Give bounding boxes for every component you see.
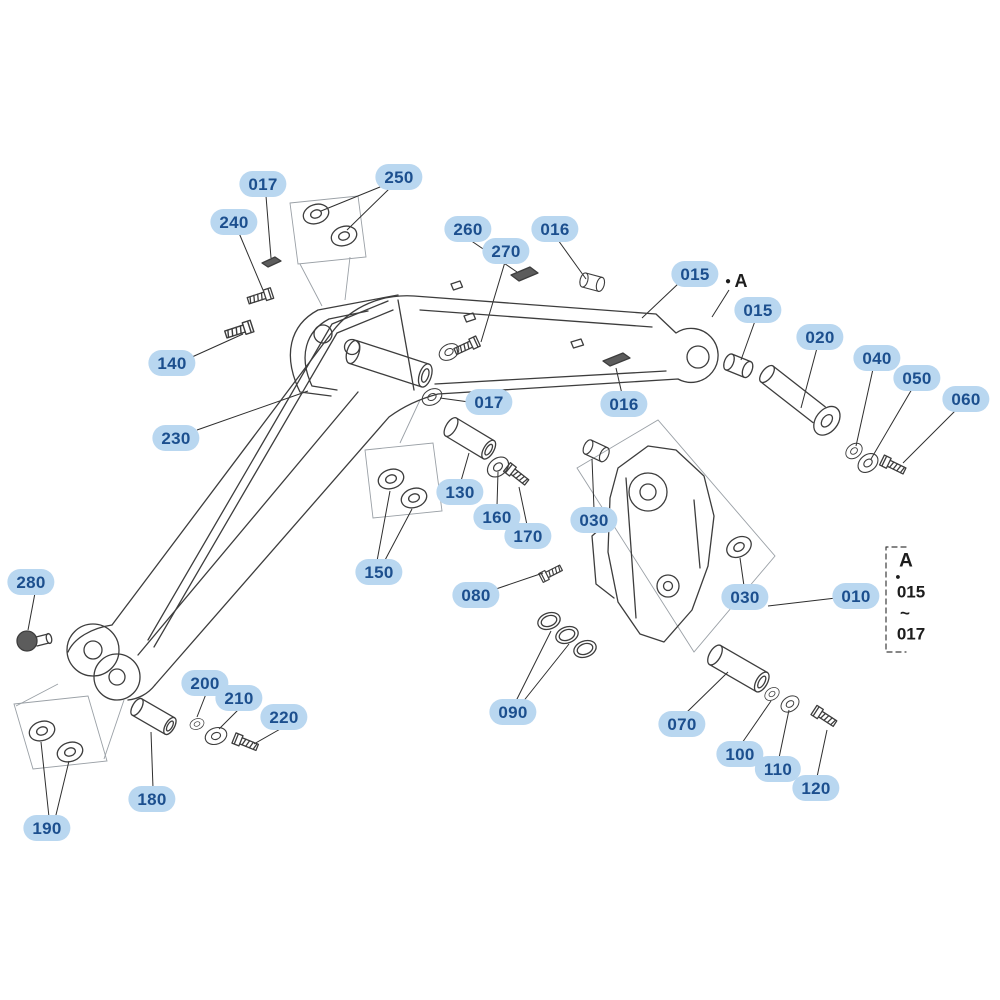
plate-260-icon <box>510 266 539 282</box>
part-label-100[interactable]: 100 <box>716 741 764 767</box>
elbow-bracket <box>289 294 399 397</box>
legend-bracket <box>885 546 907 653</box>
washer-icon <box>418 384 446 410</box>
part-label-010[interactable]: 010 <box>832 583 880 609</box>
bushing-016-icon <box>577 271 607 293</box>
plug-280-icon <box>16 630 53 652</box>
part-label-190[interactable]: 190 <box>23 815 71 841</box>
part-label-015-2[interactable]: 015 <box>734 297 782 323</box>
part-label-230[interactable]: 230 <box>152 425 200 451</box>
bolt-icon <box>231 732 260 754</box>
part-label-016[interactable]: 016 <box>531 216 579 242</box>
part-label-170[interactable]: 170 <box>504 523 552 549</box>
part-label-110[interactable]: 110 <box>754 756 802 782</box>
pin-180-icon <box>130 697 177 736</box>
part-label-270[interactable]: 270 <box>482 238 530 264</box>
part-label-150[interactable]: 150 <box>355 559 403 585</box>
part-label-210[interactable]: 210 <box>215 685 263 711</box>
part-label-030[interactable]: 030 <box>570 507 618 533</box>
bolt-icon <box>810 704 839 729</box>
part-label-020[interactable]: 020 <box>796 324 844 350</box>
bolt-icon <box>502 462 531 488</box>
legend-range-separator: ~ <box>900 603 910 623</box>
key-017-icon <box>261 256 282 268</box>
part-label-240[interactable]: 240 <box>210 209 258 235</box>
washer-icon <box>853 449 883 477</box>
washer-icon <box>188 716 206 732</box>
part-label-180[interactable]: 180 <box>128 786 176 812</box>
plate-016-icon <box>602 352 631 367</box>
legend-range-end: 017 <box>896 624 926 644</box>
oring-icon <box>552 622 582 648</box>
part-label-016-2[interactable]: 016 <box>600 391 648 417</box>
part-label-070[interactable]: 070 <box>658 711 706 737</box>
boom-inner-lines <box>137 299 667 656</box>
legend-range-start: 015 <box>896 582 926 602</box>
part-label-015[interactable]: 015 <box>671 261 719 287</box>
pin-070-icon <box>707 644 770 693</box>
part-label-060[interactable]: 060 <box>942 386 990 412</box>
part-label-080[interactable]: 080 <box>452 582 500 608</box>
washer-icon <box>842 439 866 463</box>
coupler-group-box <box>576 419 776 653</box>
part-label-250[interactable]: 250 <box>375 164 423 190</box>
washer-icon <box>777 692 803 716</box>
part-label-090[interactable]: 090 <box>489 699 537 725</box>
washer-icon <box>300 200 332 228</box>
washer-icon <box>722 531 756 563</box>
part-label-260[interactable]: 260 <box>444 216 492 242</box>
washer-icon <box>375 465 407 493</box>
washer-group-box <box>289 195 367 265</box>
bolt-icon <box>878 454 908 477</box>
section-marker-bullet: ● <box>724 276 732 287</box>
legend-marker: A <box>899 550 913 572</box>
part-label-017[interactable]: 017 <box>239 171 287 197</box>
boom-outline <box>111 295 719 686</box>
construction-lines <box>15 256 421 760</box>
part-label-130[interactable]: 130 <box>436 479 484 505</box>
bolt-icon <box>223 319 255 341</box>
part-label-050[interactable]: 050 <box>893 365 941 391</box>
part-label-140[interactable]: 140 <box>148 350 196 376</box>
washer-icon <box>202 724 230 748</box>
boom-arm-drawing <box>16 200 908 766</box>
arm-end-boss <box>686 345 710 369</box>
link-rod-020-icon <box>759 364 841 436</box>
leader-lines <box>27 184 957 820</box>
oring-icon <box>570 636 600 662</box>
elbow-pin-icon <box>345 339 433 388</box>
bolt-icon <box>245 287 275 307</box>
arm-slots <box>450 280 585 349</box>
hydraulic-pipes <box>147 300 394 648</box>
group-boxes <box>13 195 776 770</box>
washer-icon <box>328 222 360 250</box>
pin-130-icon <box>443 416 497 460</box>
part-label-030-2[interactable]: 030 <box>721 584 769 610</box>
part-label-280[interactable]: 280 <box>7 569 55 595</box>
part-label-040[interactable]: 040 <box>853 345 901 371</box>
washer-icon <box>398 484 430 512</box>
washer-group-box <box>13 695 108 770</box>
washer-group-box <box>364 442 443 519</box>
washer-icon <box>26 717 58 745</box>
bushing-015-icon <box>720 351 756 380</box>
part-label-017-2[interactable]: 017 <box>465 389 513 415</box>
oring-icon <box>534 608 564 634</box>
part-label-220[interactable]: 220 <box>260 704 308 730</box>
boom-foot <box>66 623 156 701</box>
legend-bullet: ● <box>895 571 901 582</box>
quick-hitch-bracket <box>591 445 715 643</box>
section-marker-a: A <box>734 271 748 291</box>
washer-icon <box>54 738 86 766</box>
part-label-120[interactable]: 120 <box>792 775 840 801</box>
